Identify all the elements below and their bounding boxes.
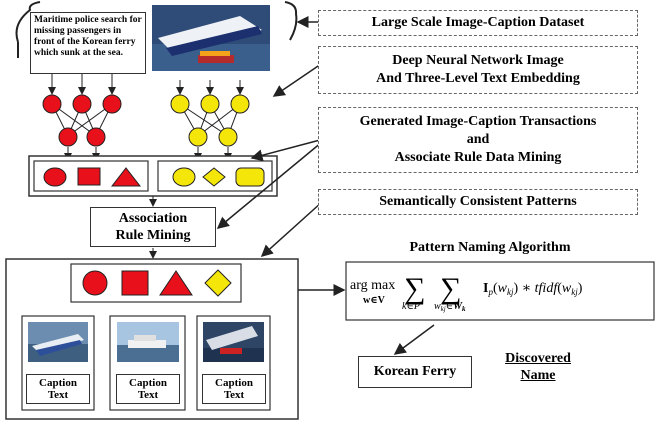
caption-2-line1: Caption	[129, 377, 167, 389]
step-transactions-line1: Generated Image-Caption Transactions	[359, 114, 597, 129]
korean-ferry-box: Korean Ferry	[358, 356, 472, 388]
thumbnail-1	[28, 322, 88, 362]
svg-text:k∈P: k∈P	[402, 301, 420, 312]
discovered-line1: Discovered	[505, 351, 571, 366]
yellow-node	[188, 127, 208, 147]
step-transactions: Generated Image-Caption Transactions and…	[318, 107, 638, 173]
svg-text:Ip(wkj) ∗ tfidf(wkj): Ip(wkj) ∗ tfidf(wkj)	[483, 281, 583, 297]
yellow-diamond-item	[202, 167, 226, 187]
step-embedding-line2: And Three-Level Text Embedding	[376, 71, 580, 86]
flow-arrows	[216, 16, 435, 355]
association-line2: Rule Mining	[115, 228, 191, 243]
step-patterns-label: Semantically Consistent Patterns	[379, 194, 577, 209]
association-line1: Association	[118, 211, 188, 226]
step-dataset-label: Large Scale Image-Caption Dataset	[371, 15, 585, 30]
svg-text:∑: ∑	[440, 272, 461, 305]
svg-text:w∈V: w∈V	[363, 295, 386, 306]
step-transactions-line3: Associate Rule Data Mining	[394, 150, 562, 165]
pattern-red-triangle	[159, 270, 193, 296]
caption-2-line2: Text	[137, 389, 159, 401]
ferry-photo	[152, 5, 270, 71]
caption-sample-box: Maritime police search for missing passe…	[30, 12, 146, 74]
yellow-node	[218, 127, 238, 147]
red-node	[72, 94, 92, 114]
caption-sample-text: Maritime police search for missing passe…	[34, 15, 142, 58]
yellow-node	[230, 94, 250, 114]
yellow-node	[170, 94, 190, 114]
pattern-red-square	[121, 270, 149, 296]
red-node	[58, 127, 78, 147]
step-dataset: Large Scale Image-Caption Dataset	[318, 10, 638, 36]
yellow-node	[200, 94, 220, 114]
red-node	[86, 127, 106, 147]
pattern-yellow-diamond	[204, 269, 232, 297]
caption-1-line2: Text	[47, 389, 69, 401]
discovered-line2: Name	[520, 368, 556, 383]
caption-box-1: Caption Text	[26, 374, 90, 404]
association-box: Association Rule Mining	[90, 207, 216, 247]
caption-3-line1: Caption	[215, 377, 253, 389]
svg-text:∑: ∑	[404, 272, 425, 305]
svg-text:wkj∈Wk: wkj∈Wk	[434, 301, 466, 313]
red-node	[42, 94, 62, 114]
caption-box-3: Caption Text	[202, 374, 266, 404]
naming-formula: arg max w∈V ∑ k∈P ∑ wkj∈Wk Ip(wkj) ∗ tfi…	[350, 272, 583, 313]
caption-3-line2: Text	[223, 389, 245, 401]
red-triangle-item	[110, 167, 142, 187]
yellow-octagon-item	[235, 167, 265, 187]
caption-1-line1: Caption	[39, 377, 77, 389]
red-node	[102, 94, 122, 114]
formula-box	[345, 261, 655, 321]
red-network-nodes	[42, 94, 122, 147]
yellow-network-nodes	[170, 94, 250, 147]
step-patterns: Semantically Consistent Patterns	[318, 189, 638, 215]
svg-text:arg max: arg max	[350, 278, 395, 293]
naming-title: Pattern Naming Algorithm	[409, 240, 571, 255]
red-circle-item	[43, 167, 67, 187]
thumbnail-3	[203, 322, 264, 362]
red-square-item	[77, 167, 101, 186]
yellow-circle-item	[172, 167, 196, 187]
yellow-network-edges	[176, 80, 244, 161]
thumbnail-2	[117, 322, 179, 362]
korean-ferry-label: Korean Ferry	[373, 364, 457, 379]
red-network-edges	[48, 72, 116, 161]
discovered-name-label: Discovered Name	[498, 350, 578, 384]
step-embedding: Deep Neural Network Image And Three-Leve…	[318, 46, 638, 94]
step-embedding-line1: Deep Neural Network Image	[392, 53, 564, 68]
step-transactions-line2: and	[466, 132, 490, 147]
caption-box-2: Caption Text	[116, 374, 180, 404]
curly-brace	[15, 1, 298, 43]
pattern-red-circle	[82, 270, 108, 296]
